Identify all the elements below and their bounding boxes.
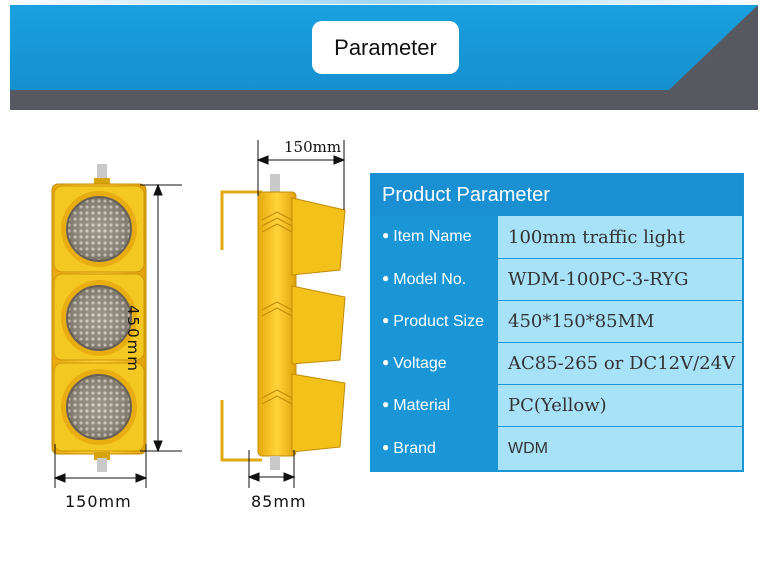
side-bottom-bracket xyxy=(220,400,262,462)
side-top-bracket xyxy=(220,190,262,250)
bullet-icon: ● xyxy=(382,312,390,327)
row-label: ●Voltage xyxy=(371,343,497,384)
front-module-top xyxy=(53,185,145,273)
banner-gray-band xyxy=(10,90,758,110)
side-top-width-dimension xyxy=(256,140,346,210)
table-row-material: ●Material PC(Yellow) xyxy=(371,385,742,426)
row-value: 100mm traffic light xyxy=(498,216,742,258)
side-view xyxy=(220,140,346,488)
side-top-bolt xyxy=(270,174,280,194)
side-depth-dimension xyxy=(247,450,296,488)
row-label: ●Product Size xyxy=(371,301,497,342)
bullet-icon: ● xyxy=(382,270,390,285)
table-row-item-name: ●Item Name 100mm traffic light xyxy=(371,216,742,258)
front-module-middle xyxy=(53,273,145,361)
table-header: Product Parameter xyxy=(371,174,743,216)
side-depth-label: 85mm xyxy=(251,492,307,511)
front-width-dimension xyxy=(53,444,148,488)
front-height-dimension xyxy=(140,183,182,453)
front-width-label: 150mm xyxy=(65,492,132,511)
bullet-icon: ● xyxy=(382,439,390,454)
front-height-label: 450mm xyxy=(124,305,142,373)
front-top-bolt xyxy=(97,164,107,184)
front-bottom-bolt xyxy=(97,458,107,472)
row-label: ●Material xyxy=(371,385,497,426)
table-row-voltage: ●Voltage AC85-265 or DC12V/24V xyxy=(371,343,742,384)
page-title: Parameter xyxy=(312,21,459,74)
row-label: ●Item Name xyxy=(371,216,497,258)
side-visor-top xyxy=(291,197,346,276)
table-row-product-size: ●Product Size 450*150*85MM xyxy=(371,301,742,342)
row-label: ●Brand xyxy=(371,427,497,470)
side-bottom-bolt xyxy=(270,456,280,470)
side-top-width-label: 150mm xyxy=(284,138,342,156)
row-value: PC(Yellow) xyxy=(498,385,742,426)
table-row-brand: ●Brand WDM xyxy=(371,427,742,470)
bullet-icon: ● xyxy=(382,354,390,369)
front-module-bottom xyxy=(53,362,145,452)
banner-corner-shape xyxy=(648,5,758,110)
row-value: WDM-100PC-3-RYG xyxy=(498,259,742,300)
side-visor-bottom xyxy=(291,373,346,453)
front-view xyxy=(51,164,182,488)
row-value: WDM xyxy=(498,427,742,470)
row-value: 450*150*85MM xyxy=(498,301,742,342)
bullet-icon: ● xyxy=(382,228,390,242)
row-label: ●Model No. xyxy=(371,259,497,300)
header-banner: Parameter xyxy=(10,5,758,110)
table-row-model-no: ●Model No. WDM-100PC-3-RYG xyxy=(371,259,742,300)
top-accent-line xyxy=(0,0,768,4)
bullet-icon: ● xyxy=(382,396,390,411)
side-visor-middle xyxy=(291,285,346,365)
row-value: AC85-265 or DC12V/24V xyxy=(498,343,742,384)
